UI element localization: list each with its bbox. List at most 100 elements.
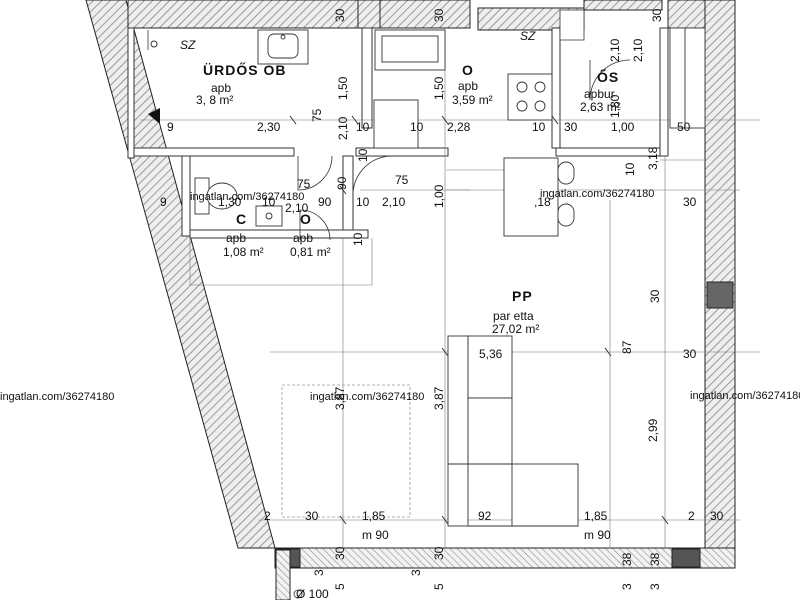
dim-text: 2,10 — [631, 38, 645, 62]
dim-text: m 90 — [584, 528, 611, 542]
dim-text: 92 — [478, 509, 492, 523]
watermarks: ingatlan.com/36274180 ingatlan.com/36274… — [0, 188, 800, 403]
room-labels: ÜRDŐS OB apb 3, 8 m² O apb 3,59 m² ŐS ap… — [180, 29, 621, 336]
dim-text: 3 — [312, 569, 326, 576]
wall-marks: 30 30 30 — [333, 8, 664, 22]
dim-text: 1,50 — [336, 76, 350, 100]
dim-text: 2,30 — [257, 120, 281, 134]
sofa-seat-2 — [467, 397, 513, 465]
walls — [85, 0, 736, 600]
dim-text: 30 — [683, 195, 697, 209]
room-finish-vestibule: apb — [293, 231, 313, 245]
dimensions: 2,10 2,10 1,50 1,50 1,80 75 2,10 10 10 3… — [160, 38, 724, 600]
dim-text: 3,87 — [333, 386, 347, 410]
wall-mark: 30 — [333, 8, 347, 22]
wall-mark: 30 — [432, 8, 446, 22]
dim-text: 87 — [620, 340, 634, 354]
watermark-text: ingatlan.com/36274180 — [0, 391, 114, 403]
dim-text: 90 — [335, 176, 349, 190]
wardrobe — [669, 27, 706, 129]
room-area-living: 27,02 m² — [492, 322, 539, 336]
dim-text: 75 — [395, 173, 409, 187]
wall-bottom-dark2 — [671, 548, 701, 568]
room-code-wc: C — [236, 211, 247, 227]
room-area-vestibule: 0,81 m² — [290, 245, 331, 259]
fixtures — [148, 40, 303, 599]
partitions — [127, 27, 669, 239]
dim-text: 2,10 — [336, 116, 350, 140]
dim-text: 1,30 — [218, 195, 242, 209]
dim-text: 10 — [262, 195, 276, 209]
dim-text: 5 — [432, 583, 446, 590]
dim-text: 10 — [623, 162, 637, 176]
room-area-wc: 1,08 m² — [223, 245, 264, 259]
dim-text: 1,85 — [584, 509, 608, 523]
column-left — [275, 549, 291, 600]
room-area-kitchen: 3,59 m² — [452, 93, 493, 107]
wall-diagonal-left — [85, 0, 276, 549]
dim-text: 10 — [351, 232, 365, 246]
doors — [147, 9, 631, 241]
furniture — [194, 27, 706, 527]
dim-text: 38 — [648, 552, 662, 566]
dim-text: Ø 100 — [296, 587, 329, 600]
room-finish-bathroom: apb — [211, 81, 231, 95]
room-area-storage: 2,63 m² — [580, 100, 621, 114]
bar-stool-2 — [557, 203, 575, 227]
dim-text: 30 — [683, 347, 697, 361]
dim-text: 1,80 — [608, 94, 622, 118]
dim-text: 10 — [356, 148, 370, 162]
dim-text: 9 — [167, 120, 174, 134]
dim-text: 1,50 — [432, 76, 446, 100]
wall-top-5 — [583, 0, 663, 11]
sofa-seat-1 — [467, 335, 513, 399]
dim-text: 90 — [318, 195, 332, 209]
dim-text: 30 — [710, 509, 724, 523]
room-area-bathroom: 3, 8 m² — [196, 93, 233, 107]
watermark-text: ingatlan.com/36274180 — [540, 188, 654, 200]
dim-text: 30 — [648, 289, 662, 303]
wall-right — [704, 0, 736, 549]
sz-symbol: SZ — [180, 38, 196, 52]
dim-text: 30 — [432, 546, 446, 560]
dim-text: 30 — [305, 509, 319, 523]
dim-text: 2,10 — [382, 195, 406, 209]
dimension-ticks — [289, 115, 669, 525]
room-finish-wc: apb — [226, 231, 246, 245]
dim-text: 30 — [333, 546, 347, 560]
bar-stool-1 — [557, 161, 575, 185]
dim-text: 10 — [532, 120, 546, 134]
dim-text: 2,10 — [608, 38, 622, 62]
dim-text: 2 — [264, 509, 271, 523]
dim-text: 2,99 — [646, 418, 660, 442]
room-code-kitchen: O — [462, 62, 474, 78]
room-code-vestibule: O — [300, 211, 312, 227]
room-finish-living: par etta — [493, 309, 534, 323]
wall-top — [127, 0, 359, 29]
dim-text: 10 — [410, 120, 424, 134]
dim-text: 1,00 — [432, 184, 446, 208]
dim-text: 50 — [677, 120, 691, 134]
wall-right-dark — [706, 281, 734, 309]
dim-text: 75 — [310, 108, 324, 122]
dim-text: 3 — [409, 569, 423, 576]
toilet-bowl — [206, 182, 238, 210]
wall-mark: 30 — [650, 8, 664, 22]
watermark-text: ingatlan.com/36274180 — [310, 391, 424, 403]
dim-text: 5 — [333, 583, 347, 590]
dim-text: 9 — [160, 195, 167, 209]
dim-text: 30 — [564, 120, 578, 134]
sofa-chaise — [511, 463, 579, 527]
wall-right-top — [667, 0, 706, 29]
sz-symbol: SZ — [520, 29, 536, 43]
stove — [507, 73, 553, 121]
sofa-back — [447, 335, 469, 527]
watermark-text: ingatlan.com/36274180 — [690, 390, 800, 402]
dim-text: 1,00 — [611, 120, 635, 134]
dim-text: 5,36 — [479, 347, 503, 361]
dim-text: 1,85 — [362, 509, 386, 523]
dim-text: 3 — [620, 583, 634, 590]
dim-text: 10 — [356, 195, 370, 209]
dim-text: 3 — [648, 583, 662, 590]
